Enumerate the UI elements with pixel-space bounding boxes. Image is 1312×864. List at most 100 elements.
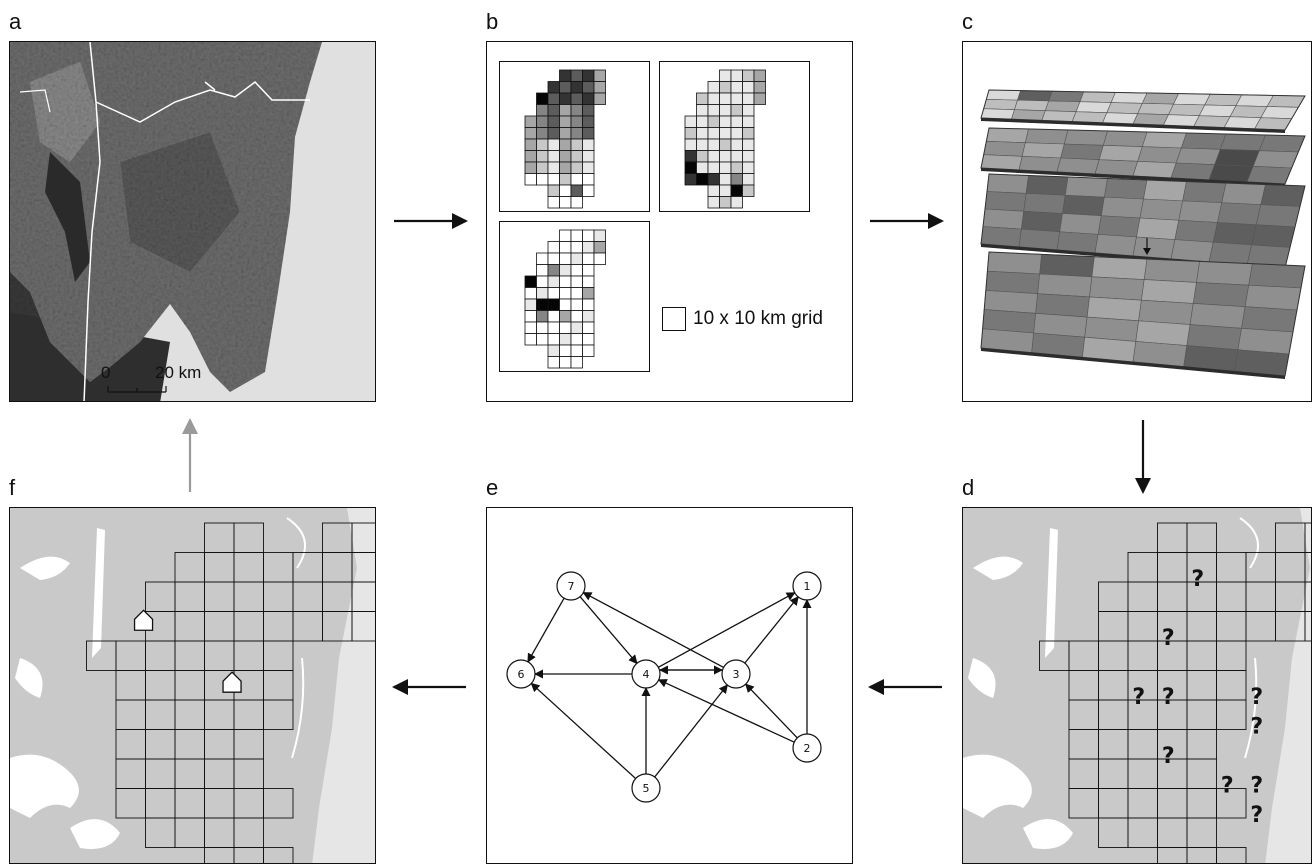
layer-cell (1260, 184, 1306, 207)
grid-cell (707, 115, 720, 128)
grid-cell (684, 138, 697, 151)
grid-cell (742, 104, 755, 117)
layer-cell (1039, 254, 1095, 278)
layer-cell (1221, 182, 1266, 205)
grid-cell (719, 161, 732, 174)
grid-cell (547, 161, 560, 174)
layer-cell (1170, 239, 1214, 263)
layer-cell (1196, 261, 1253, 286)
unknown-question-mark: ? (1250, 685, 1263, 710)
panel-label-e: e (486, 475, 499, 500)
grid-cell (730, 127, 743, 140)
grid-cell (582, 81, 595, 94)
layer-cell (1014, 99, 1050, 111)
panel-label-b: b (486, 9, 499, 34)
layer-cell (1104, 178, 1148, 200)
satellite-image (10, 42, 375, 401)
layer-cell (1258, 134, 1306, 153)
grid-cell (719, 184, 732, 197)
grid-cell (524, 150, 537, 163)
layer-cell (1143, 258, 1201, 283)
grid-cell (582, 229, 595, 242)
grid-cell (684, 115, 697, 128)
layer-cell (1189, 303, 1246, 329)
grid-map-2 (659, 61, 810, 212)
layer-cell (1141, 92, 1180, 105)
scale-bar-max-label: 20 km (155, 363, 202, 382)
grid-cell (742, 161, 755, 174)
grid-cell (707, 150, 720, 163)
grid-cell (719, 138, 732, 151)
grid-cell (593, 252, 606, 265)
layer-cell (1086, 296, 1142, 322)
grid-cell (684, 173, 697, 186)
map-grid-cell (351, 611, 375, 642)
grid-cell (536, 333, 549, 346)
unknown-cells-grid-map: ?????????? (963, 508, 1311, 863)
grid-cell (559, 310, 572, 323)
grid-cell (536, 173, 549, 186)
grid-cell (582, 92, 595, 105)
map-grid-cell (1304, 581, 1311, 612)
layer-cell (1018, 228, 1061, 251)
grid-cell (582, 321, 595, 334)
layer-cell (1178, 200, 1223, 223)
grid-cell (730, 173, 743, 186)
house-icon (133, 609, 154, 631)
grid-cell (536, 127, 549, 140)
layer-cell (980, 154, 1023, 171)
grid-cell (684, 161, 697, 174)
grid-cell (742, 69, 755, 82)
grid-cell (582, 310, 595, 323)
grid-cell (707, 173, 720, 186)
grid-cell (559, 173, 572, 186)
layer-cell (1136, 217, 1180, 240)
layer-cell (1071, 111, 1108, 124)
layer-cell (983, 141, 1026, 157)
grid-cell (570, 275, 583, 288)
grid-cell (536, 104, 549, 117)
grid-cell (559, 241, 572, 254)
grid-cell (559, 298, 572, 311)
panel-f-result-map (9, 507, 376, 864)
layer-cell (1137, 103, 1175, 115)
grid-cell (593, 229, 606, 242)
layer-cell (1180, 132, 1227, 150)
grid-cell (547, 92, 560, 105)
panel-c-stacked-layers (962, 41, 1312, 402)
layer-cell (1212, 222, 1257, 246)
layer-cell (1059, 213, 1102, 235)
layer-cell (983, 99, 1018, 110)
network-node: 5 (631, 773, 661, 803)
grid-cell (582, 287, 595, 300)
layer-cell (1204, 93, 1243, 107)
grid-cell (570, 150, 583, 163)
panel-d-unknown-cells-map: ?????????? (962, 507, 1312, 864)
grid-cell (707, 138, 720, 151)
grid-cell (719, 81, 732, 94)
layer-cell (1102, 130, 1148, 147)
grid-cell (559, 81, 572, 94)
network-node: 4 (631, 659, 661, 689)
layer-cell (1079, 91, 1116, 103)
grid-cell (582, 69, 595, 82)
layer-cell (1102, 112, 1139, 125)
layer-cell (1023, 193, 1066, 214)
grid-cell (582, 344, 595, 357)
grid-cell (593, 69, 606, 82)
grid-cell (570, 287, 583, 300)
layer-cell (1021, 142, 1065, 159)
layer-cell (984, 191, 1027, 212)
grid-cell (707, 104, 720, 117)
grid-cell (536, 115, 549, 128)
grid-cell (582, 184, 595, 197)
legend-grid-swatch (662, 307, 686, 331)
network-edge (579, 596, 638, 665)
unknown-question-mark: ? (1162, 626, 1175, 651)
grid-cell (547, 127, 560, 140)
layer-cell (1241, 306, 1298, 333)
layer-cell (1175, 147, 1221, 165)
map-grid-cell (1216, 788, 1247, 819)
grid-cell (707, 92, 720, 105)
